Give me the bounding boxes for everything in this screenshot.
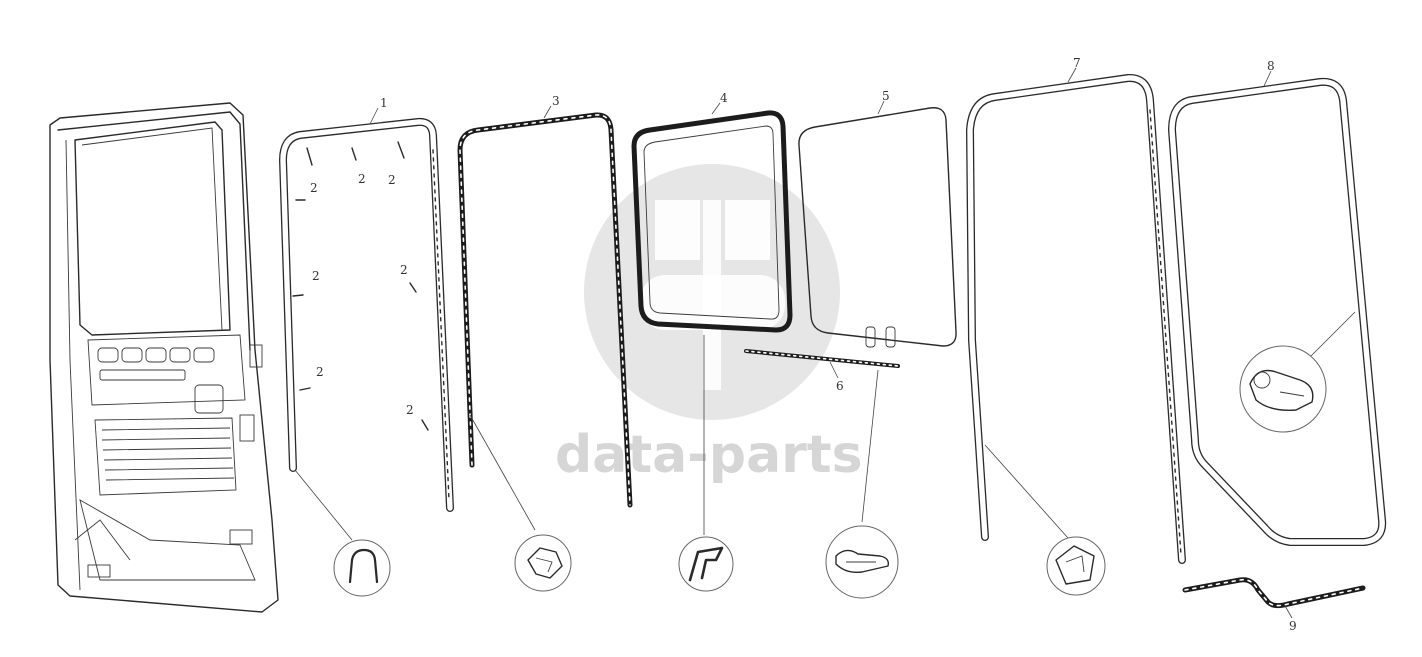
door-frame-vents (97, 347, 224, 414)
callout-2f: 2 (400, 263, 408, 277)
part-4-window-seal (631, 110, 793, 333)
callout-4: 4 (720, 91, 728, 105)
detail-circle-1 (333, 539, 391, 597)
callout-7: 7 (1073, 56, 1081, 70)
part-1-upper-seal (279, 117, 454, 512)
door-frame-assembly (49, 102, 279, 613)
detail-circle-3 (514, 534, 572, 592)
callout-1: 1 (380, 96, 388, 110)
callout-2c: 2 (388, 173, 396, 187)
callout-2d: 2 (312, 269, 320, 283)
callout-9: 9 (1289, 619, 1297, 633)
detail-circle-4 (678, 536, 734, 592)
detail-circle-8 (1239, 345, 1327, 433)
detail-circle-7 (1046, 536, 1106, 596)
part-2-clips (292, 141, 429, 431)
part-8-door-seal-full (1168, 77, 1387, 546)
part-5-window-glass (798, 107, 957, 348)
detail-circle-6 (825, 525, 899, 599)
callout-2e: 2 (316, 365, 324, 379)
callout-5: 5 (882, 89, 890, 103)
part-6-strip (744, 349, 900, 368)
watermark-text: data-parts (555, 425, 863, 485)
callout-2g: 2 (406, 403, 414, 417)
part-9-bottom-seal (1182, 577, 1366, 609)
callout-2a: 2 (310, 181, 318, 195)
callout-6: 6 (836, 379, 844, 393)
callout-8: 8 (1267, 59, 1275, 73)
callout-2b: 2 (358, 172, 366, 186)
part-3-frame-seal (457, 112, 633, 508)
door-frame-grille (101, 427, 235, 481)
callout-labels: 1 2 2 2 2 2 2 2 3 4 5 6 7 8 9 (310, 56, 1297, 633)
leader-lines (294, 67, 1356, 619)
callout-3: 3 (552, 94, 560, 108)
part-7-door-seal (966, 73, 1186, 564)
